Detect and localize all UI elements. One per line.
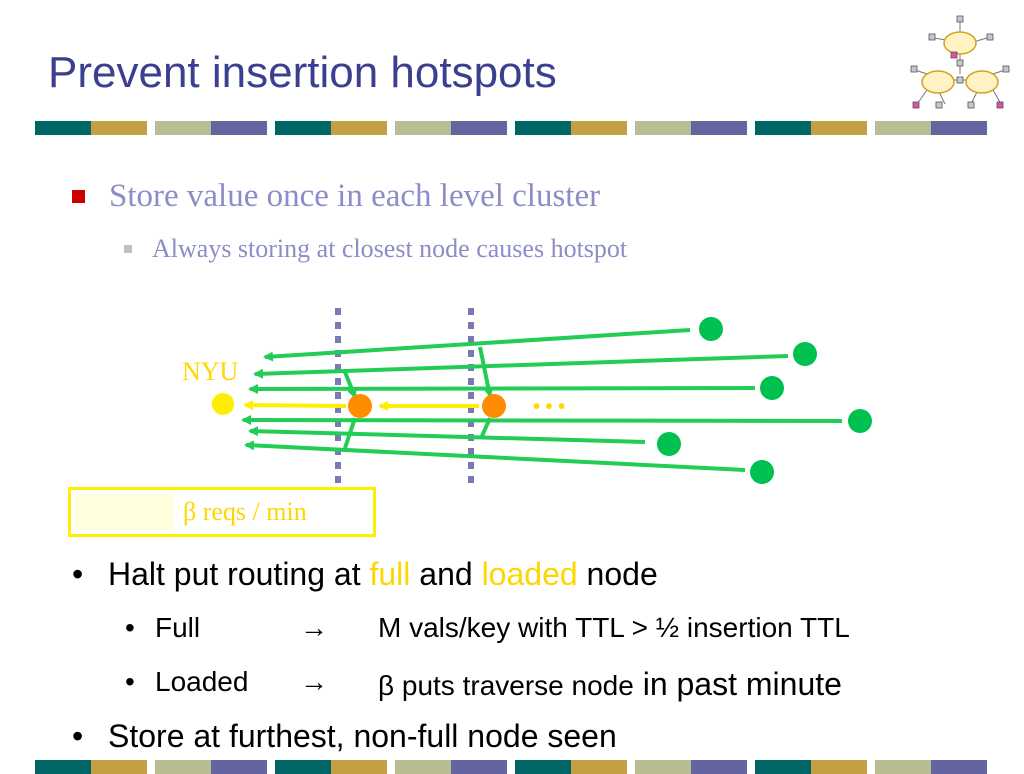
nyu-label: NYU (182, 357, 239, 386)
bullet-text: Store value once in each level cluster (109, 178, 601, 214)
sub-bullet-text: Always storing at closest node causes ho… (152, 234, 628, 263)
route-arrow (241, 415, 843, 426)
bullet-dot-icon: • (125, 666, 135, 697)
route-arrow (478, 346, 494, 398)
arrow-icon: → (300, 612, 328, 643)
source-node (657, 432, 681, 456)
bullet-dot-icon: • (72, 718, 84, 754)
source-node (760, 376, 784, 400)
route-arrow (343, 417, 357, 449)
source-node (848, 409, 872, 433)
source-node (750, 460, 774, 484)
ellipsis-label: • • • (533, 396, 565, 418)
route-arrow (248, 383, 756, 394)
loaded-highlight: loaded (481, 556, 578, 592)
slide-title: Prevent insertion hotspots (48, 48, 557, 97)
bullet-level-2: Always storing at closest node causes ho… (124, 234, 627, 264)
rule-term: Loaded (155, 666, 249, 697)
bullet-dot-icon: • (72, 556, 84, 592)
bullet-dot-icon: • (125, 612, 135, 643)
decorative-color-bar-top (35, 121, 987, 135)
store-bullet: •Store at furthest, non-full node seen (72, 718, 617, 754)
network-logo-icon (905, 12, 1015, 112)
route-arrow (263, 328, 691, 362)
route-arrow (248, 426, 646, 444)
decorative-color-bar-bottom (35, 760, 987, 774)
store-arrow (243, 400, 347, 411)
rate-label: β reqs / min (183, 497, 307, 526)
route-arrow (343, 371, 357, 399)
rate-box: β reqs / min (68, 487, 376, 537)
nyu-node (212, 393, 234, 415)
rule-term: Full (155, 612, 201, 643)
route-arrow (244, 440, 746, 472)
bullet-square-icon (72, 190, 85, 203)
source-node (699, 317, 723, 341)
halt-bullet: •Halt put routing at full and loaded nod… (72, 556, 658, 592)
route-arrow (480, 417, 492, 437)
rule-desc: β puts traverse node in past minute (378, 666, 842, 702)
source-node (793, 342, 817, 366)
bullet-level-1: Store value once in each level cluster (72, 178, 600, 215)
routing-diagram: NYU • • • (182, 308, 872, 488)
arrow-icon: → (300, 666, 328, 697)
full-highlight: full (369, 556, 411, 592)
cluster-node (348, 394, 372, 418)
route-arrow (253, 354, 789, 379)
cluster-node (482, 394, 506, 418)
rule-desc: M vals/key with TTL > ½ insertion TTL (378, 612, 850, 643)
sub-bullet-square-icon (124, 245, 132, 253)
